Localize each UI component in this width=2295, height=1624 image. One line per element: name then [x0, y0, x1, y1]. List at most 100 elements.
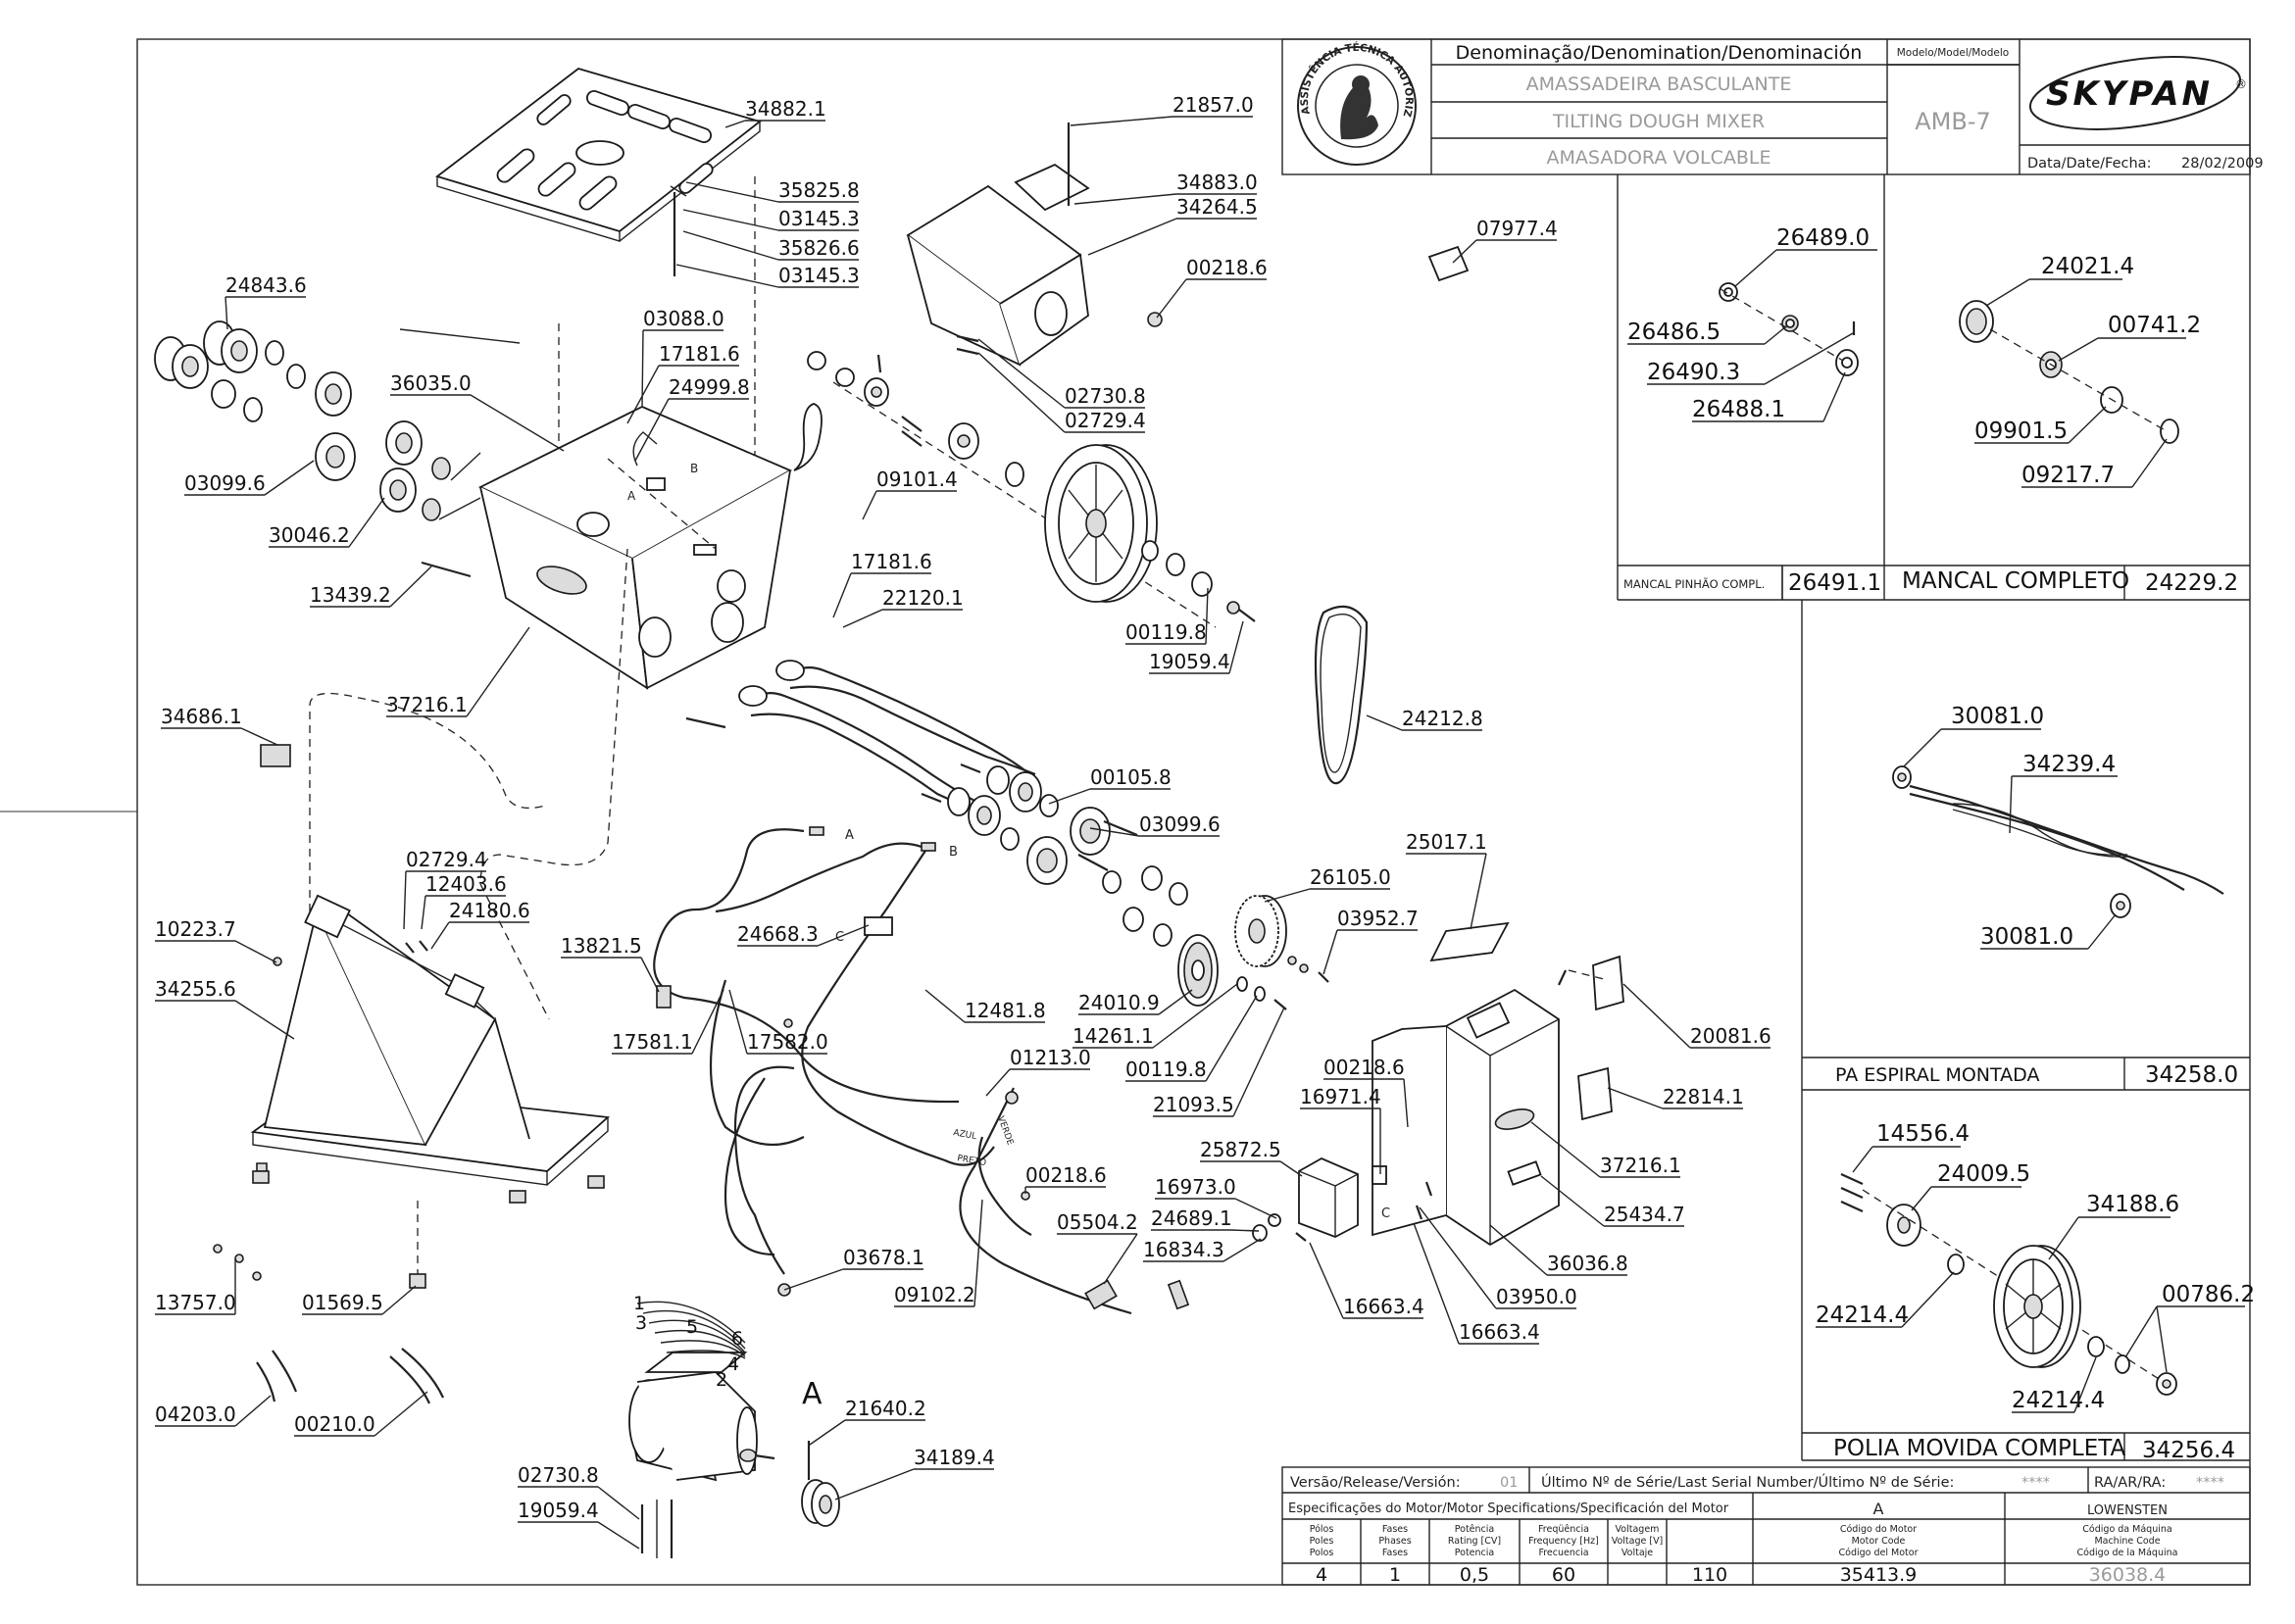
leader-line	[1232, 1007, 1285, 1117]
part-callout-24689-1: 24689.1	[1151, 1206, 1260, 1232]
serial-label: Último Nº de Série/Last Serial Number/Úl…	[1541, 1473, 1954, 1491]
leader-line	[682, 230, 779, 261]
brand-name: SKYPAN	[2046, 74, 2213, 114]
rating-value: 0,5	[1460, 1564, 1489, 1586]
part-callout-34686-1: 34686.1	[161, 705, 278, 746]
leader-line	[724, 120, 746, 128]
leader-line	[374, 1391, 428, 1437]
phases-value: 1	[1389, 1564, 1401, 1586]
inset-pm-part-6: 24214.4	[2012, 1388, 2105, 1413]
svg-text:5: 5	[686, 1316, 698, 1338]
part-callout-04203-0: 04203.0	[155, 1395, 272, 1427]
part-callout-12403-6: 12403.6	[421, 872, 507, 930]
leader-line	[675, 264, 779, 288]
inset-bp-part-2: 26486.5	[1627, 320, 1721, 345]
part-number-label: 03145.3	[778, 264, 860, 287]
part-callout-24843-6: 24843.6	[225, 273, 307, 330]
svg-text:Fases: Fases	[1382, 1524, 1408, 1535]
inset-sp-part-1: 30081.0	[1951, 704, 2044, 729]
part-number-label: 16663.4	[1459, 1320, 1540, 1344]
part-callout-26105-0: 26105.0	[1264, 865, 1391, 903]
inset-bearing-complete: 24021.4 00741.2 09901.5 09217.7 MANCAL C…	[1902, 254, 2238, 596]
leader-line	[862, 490, 877, 520]
svg-text:C: C	[1381, 1206, 1390, 1221]
voltage-value: 110	[1692, 1564, 1727, 1586]
leader-line	[691, 989, 724, 1055]
part-number-label: 00218.6	[1323, 1056, 1405, 1079]
part-number-label: 17181.6	[659, 342, 740, 366]
pinion-gear	[1177, 934, 1219, 1007]
leader-line	[597, 1486, 640, 1520]
leader-line	[1158, 989, 1193, 1015]
svg-text:Voltage [V]: Voltage [V]	[1612, 1536, 1664, 1547]
serial-value: ****	[2021, 1475, 2050, 1491]
leader-line	[1322, 929, 1338, 975]
model-code: AMB-7	[1915, 108, 1991, 135]
part-number-label: 01213.0	[1010, 1046, 1091, 1069]
part-callout-25872-5: 25872.5	[1200, 1138, 1303, 1177]
leader-line	[977, 338, 1066, 409]
svg-text:Código del Motor: Código del Motor	[1839, 1548, 1919, 1558]
leader-line	[421, 895, 426, 930]
leader-line	[973, 1199, 983, 1307]
part-callout-25434-7: 25434.7	[1540, 1175, 1685, 1227]
inset-bc-title: MANCAL COMPLETO	[1902, 568, 2129, 594]
part-callout-21093-5: 21093.5	[1153, 1007, 1285, 1117]
motor-mark: A	[802, 1377, 823, 1411]
part-number-label: 14261.1	[1073, 1024, 1154, 1048]
part-callout-14261-1: 14261.1	[1073, 983, 1238, 1049]
leader-line	[1452, 239, 1477, 264]
leader-line	[466, 626, 530, 717]
part-number-label: 22814.1	[1663, 1085, 1744, 1108]
part-callout-19059-4: 19059.4	[1149, 620, 1244, 674]
part-callout-02730-8: 02730.8	[977, 338, 1146, 409]
leader-line	[430, 921, 450, 950]
part-callout-05504-2: 05504.2	[1057, 1210, 1138, 1285]
part-callout-24180-6: 24180.6	[430, 899, 530, 950]
leader-line	[234, 940, 277, 963]
inset-pm-title: POLIA MOVIDA COMPLETA	[1833, 1436, 2126, 1461]
part-callout-10223-7: 10223.7	[155, 917, 277, 963]
leader-line	[985, 1068, 1011, 1097]
part-callout-09102-2: 09102.2	[894, 1199, 983, 1307]
part-number-label: 21640.2	[845, 1397, 926, 1420]
part-number-label: 05504.2	[1057, 1210, 1138, 1234]
svg-text:Potencia: Potencia	[1455, 1548, 1494, 1558]
part-callout-24668-3: 24668.3	[737, 922, 870, 947]
badge-34686	[260, 744, 291, 767]
leader-line	[1089, 827, 1140, 837]
inset-bearing-pinion: 26489.0 26486.5 26490.3 26488.1 MANCAL P…	[1623, 225, 1881, 600]
main-pulley	[1044, 444, 1158, 603]
part-number-label: 24212.8	[1402, 707, 1483, 730]
part-number-label: 24999.8	[669, 375, 750, 399]
version-value: 01	[1500, 1475, 1518, 1491]
leader-line	[728, 989, 748, 1055]
leader-line	[640, 957, 660, 993]
leader-line	[1489, 1224, 1548, 1276]
inset-frames	[1617, 174, 2250, 1461]
part-number-label: 07977.4	[1476, 217, 1558, 240]
part-callout-17581-1: 17581.1	[612, 989, 724, 1055]
part-number-label: 02729.4	[406, 848, 487, 871]
leader-line	[240, 727, 278, 746]
svg-text:Frequency [Hz]: Frequency [Hz]	[1528, 1536, 1599, 1547]
part-callout-03099-6: 03099.6	[184, 460, 315, 496]
title-block: ASSISTÊNCIA TÉCNICA AUTORIZADA Denominaç…	[0, 0, 2264, 175]
part-number-label: 02730.8	[518, 1463, 599, 1487]
svg-text:Poles: Poles	[1310, 1536, 1334, 1547]
part-number-label: 24668.3	[737, 922, 819, 946]
part-number-label: 24843.6	[225, 273, 307, 297]
leader-line	[225, 296, 228, 330]
col-rating: Potência Rating [CV] Potencia 0,5	[1448, 1524, 1501, 1586]
part-callout-20081-6: 20081.6	[1622, 983, 1771, 1049]
leader-line	[1048, 788, 1091, 805]
leader-line	[234, 1395, 272, 1427]
spring	[793, 403, 823, 471]
part-number-label: 21857.0	[1172, 93, 1254, 117]
part-number-label: 17581.1	[612, 1030, 693, 1054]
part-number-label: 03145.3	[778, 207, 860, 230]
part-number-label: 19059.4	[518, 1499, 599, 1522]
part-callout-30046-2: 30046.2	[269, 497, 385, 548]
part-number-label: 24180.6	[449, 899, 530, 922]
